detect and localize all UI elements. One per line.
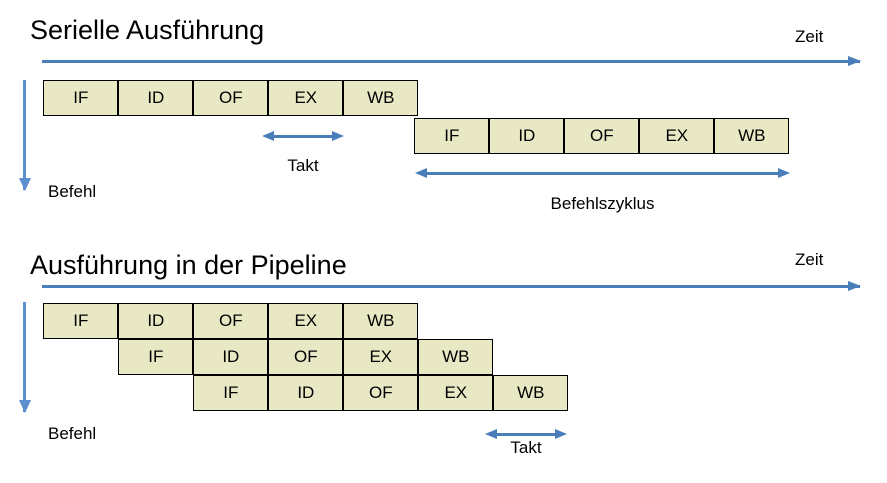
arrow-head-right-icon — [555, 429, 567, 439]
stage-cell: ID — [193, 339, 269, 375]
time-axis-arrow-pipeline — [42, 281, 861, 293]
takt-label-serial: Takt — [287, 156, 319, 175]
stage-cell: ID — [118, 80, 194, 116]
stage-cell: OF — [564, 118, 640, 154]
stage-cell: ID — [268, 375, 344, 411]
arrow-head-down-icon — [19, 178, 31, 191]
stage-cell: IF — [193, 375, 269, 411]
instruction-axis-arrow-pipeline — [19, 302, 31, 413]
time-axis-label-serial: Zeit — [795, 27, 824, 46]
stage-cell: EX — [343, 339, 419, 375]
section-ausfuehrung-in-der-pipeline: Ausführung in der Pipeline Zeit Befehl I… — [0, 240, 887, 483]
stage-cell: OF — [193, 80, 269, 116]
arrow-head-down-icon — [19, 400, 31, 413]
stage-cell: WB — [343, 303, 419, 339]
page-title-serial: Serielle Ausführung — [30, 15, 265, 45]
takt-label-pipeline: Takt — [510, 438, 542, 457]
stage-cell: WB — [493, 375, 569, 411]
stage-cell: EX — [639, 118, 715, 154]
arrow-head-right-icon — [778, 168, 790, 178]
stage-cell: OF — [343, 375, 419, 411]
time-axis-label-pipeline: Zeit — [795, 250, 824, 269]
arrow-head-right-icon — [848, 56, 861, 66]
instruction-axis-shaft — [23, 80, 26, 190]
instruction-axis-label-serial: Befehl — [48, 182, 97, 201]
stage-cell: WB — [343, 80, 419, 116]
stage-cell: ID — [489, 118, 565, 154]
instruction-axis-label-pipeline: Befehl — [48, 424, 97, 443]
stage-cell: ID — [118, 303, 194, 339]
instruction-row: IF ID OF EX WB — [414, 118, 790, 154]
stage-cell: IF — [43, 303, 119, 339]
measure-shaft — [421, 172, 784, 175]
instruction-axis-arrow-serial — [19, 80, 31, 191]
stage-cell: EX — [418, 375, 494, 411]
instruction-row: IF ID OF EX WB — [193, 375, 569, 411]
arrow-head-right-icon — [332, 131, 344, 141]
befehlszyklus-label: Befehlszyklus — [550, 194, 655, 213]
stage-cell: EX — [268, 80, 344, 116]
instruction-axis-shaft — [23, 302, 26, 412]
stage-cell: OF — [268, 339, 344, 375]
instruction-row: IF ID OF EX WB — [43, 303, 419, 339]
instruction-row: IF ID OF EX WB — [43, 80, 419, 116]
befehlszyklus-measure-arrow — [415, 168, 790, 179]
stage-cell: IF — [43, 80, 119, 116]
stage-cell: WB — [714, 118, 790, 154]
stage-cell: EX — [268, 303, 344, 339]
instruction-row: IF ID OF EX WB — [118, 339, 494, 375]
measure-shaft — [268, 135, 338, 138]
arrow-head-right-icon — [848, 281, 861, 291]
time-axis-shaft — [42, 60, 860, 63]
time-axis-shaft — [42, 285, 860, 288]
page-title-pipeline: Ausführung in der Pipeline — [30, 250, 347, 280]
stage-cell: OF — [193, 303, 269, 339]
stage-cell: IF — [414, 118, 490, 154]
time-axis-arrow-serial — [42, 56, 861, 68]
takt-measure-arrow-pipeline — [485, 429, 567, 440]
takt-measure-arrow-serial — [262, 131, 344, 142]
stage-cell: WB — [418, 339, 494, 375]
section-serielle-ausfuehrung: Serielle Ausführung Zeit Befehl IF ID OF… — [0, 0, 887, 240]
stage-cell: IF — [118, 339, 194, 375]
measure-shaft — [491, 433, 561, 436]
